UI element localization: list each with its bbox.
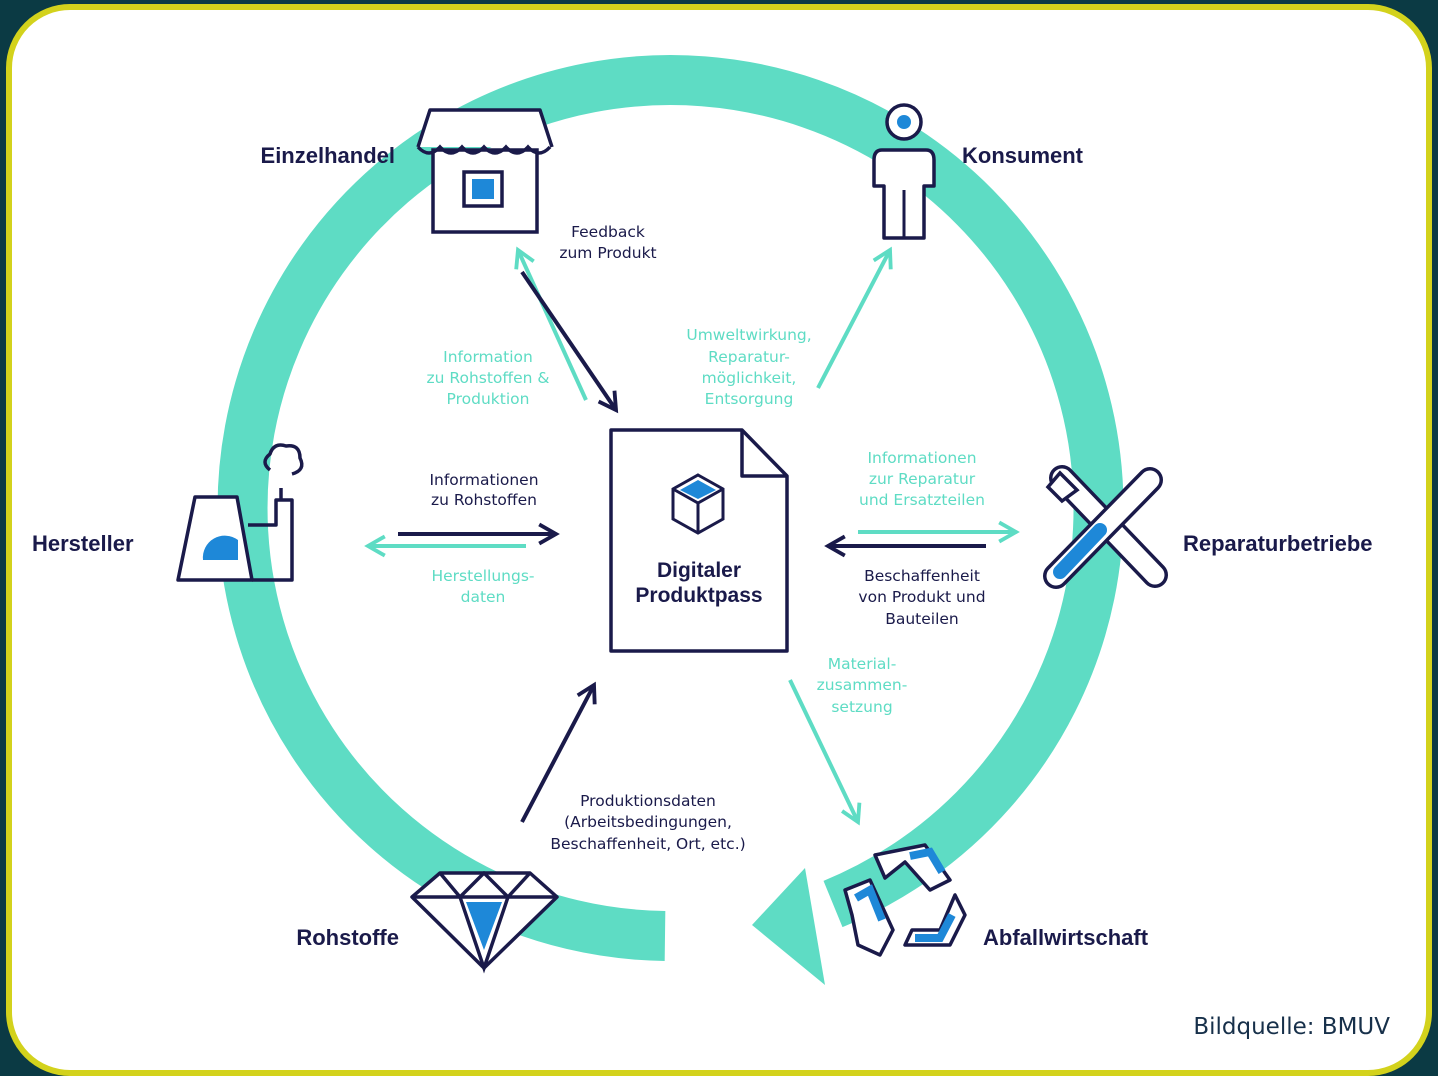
- label-produktionsdaten: Produktionsdaten (Arbeitsbedingungen, Be…: [550, 792, 745, 853]
- node-konsument: Konsument: [962, 143, 1084, 168]
- svg-text:Informationen: Informationen: [867, 449, 976, 467]
- svg-text:Produktion: Produktion: [447, 390, 530, 408]
- arrow-feedback-to-passport: [520, 270, 619, 414]
- svg-text:Feedback: Feedback: [571, 223, 645, 241]
- label-feedback: Feedback zum Produkt: [559, 223, 656, 262]
- arrow-passport-to-abfall: [788, 679, 862, 826]
- node-rohstoffe: Rohstoffe: [296, 925, 399, 950]
- svg-text:zur Reparatur: zur Reparatur: [869, 470, 976, 488]
- svg-text:(Arbeitsbedingungen,: (Arbeitsbedingungen,: [564, 813, 732, 831]
- svg-text:zu Rohstoffen &: zu Rohstoffen &: [427, 369, 550, 387]
- svg-text:zusammen-: zusammen-: [817, 676, 908, 694]
- svg-text:von Produkt und: von Produkt und: [858, 588, 985, 606]
- label-beschaffenheit: Beschaffenheit von Produkt und Bauteilen: [858, 567, 985, 628]
- arrow-info-to-einzelhandel: [514, 246, 588, 401]
- label-info-rohstoffe-produktion: Information zu Rohstoffen & Produktion: [427, 348, 550, 408]
- svg-text:setzung: setzung: [831, 698, 892, 716]
- svg-text:Produktionsdaten: Produktionsdaten: [580, 792, 716, 810]
- label-material: Material- zusammen- setzung: [817, 655, 908, 716]
- arrow-passport-to-konsument: [816, 246, 893, 389]
- svg-text:Reparatur-: Reparatur-: [708, 348, 790, 366]
- cube-icon: [671, 473, 725, 535]
- label-info-reparatur: Informationen zur Reparatur und Ersatzte…: [859, 449, 985, 509]
- svg-text:möglichkeit,: möglichkeit,: [702, 369, 797, 387]
- node-einzelhandel: Einzelhandel: [261, 143, 395, 168]
- factory-icon: [176, 443, 304, 582]
- label-info-rohstoffe: Informationen zu Rohstoffen: [429, 471, 538, 509]
- shop-icon: [416, 108, 554, 234]
- recycle-icon: [843, 843, 967, 957]
- node-reparaturbetriebe: Reparaturbetriebe: [1183, 531, 1373, 556]
- svg-text:Bauteilen: Bauteilen: [885, 610, 959, 628]
- svg-text:Herstellungs-: Herstellungs-: [431, 567, 534, 585]
- person-icon: [872, 103, 936, 240]
- label-umweltwirkung: Umweltwirkung, Reparatur- möglichkeit, E…: [686, 326, 811, 408]
- svg-text:und Ersatzteilen: und Ersatzteilen: [859, 491, 985, 509]
- node-hersteller: Hersteller: [32, 531, 134, 556]
- svg-text:Beschaffenheit, Ort, etc.): Beschaffenheit, Ort, etc.): [550, 835, 745, 853]
- svg-text:Informationen: Informationen: [429, 471, 538, 489]
- cycle-ring: [217, 55, 1124, 985]
- digital-product-passport: Digitaler Produktpass: [609, 428, 789, 653]
- svg-text:Entsorgung: Entsorgung: [705, 390, 794, 408]
- document-icon: [609, 428, 789, 653]
- center-title-line1: Digitaler: [657, 559, 741, 582]
- svg-text:Umweltwirkung,: Umweltwirkung,: [686, 326, 811, 344]
- center-title-line2: Produktpass: [635, 584, 762, 607]
- svg-text:daten: daten: [461, 588, 506, 606]
- svg-text:Information: Information: [443, 348, 533, 366]
- image-credit: Bildquelle: BMUV: [1193, 1014, 1390, 1040]
- label-herstellungsdaten: Herstellungs- daten: [431, 567, 534, 606]
- diamond-icon: [410, 871, 559, 974]
- svg-text:zum Produkt: zum Produkt: [559, 244, 656, 262]
- svg-text:Beschaffenheit: Beschaffenheit: [864, 567, 980, 585]
- svg-text:zu Rohstoffen: zu Rohstoffen: [431, 491, 537, 509]
- tools-icon: [1043, 465, 1168, 589]
- svg-text:Material-: Material-: [828, 655, 897, 673]
- node-abfallwirtschaft: Abfallwirtschaft: [983, 925, 1149, 950]
- arrow-rohstoffe-to-passport: [520, 681, 597, 823]
- cycle-arrowhead: [752, 868, 825, 985]
